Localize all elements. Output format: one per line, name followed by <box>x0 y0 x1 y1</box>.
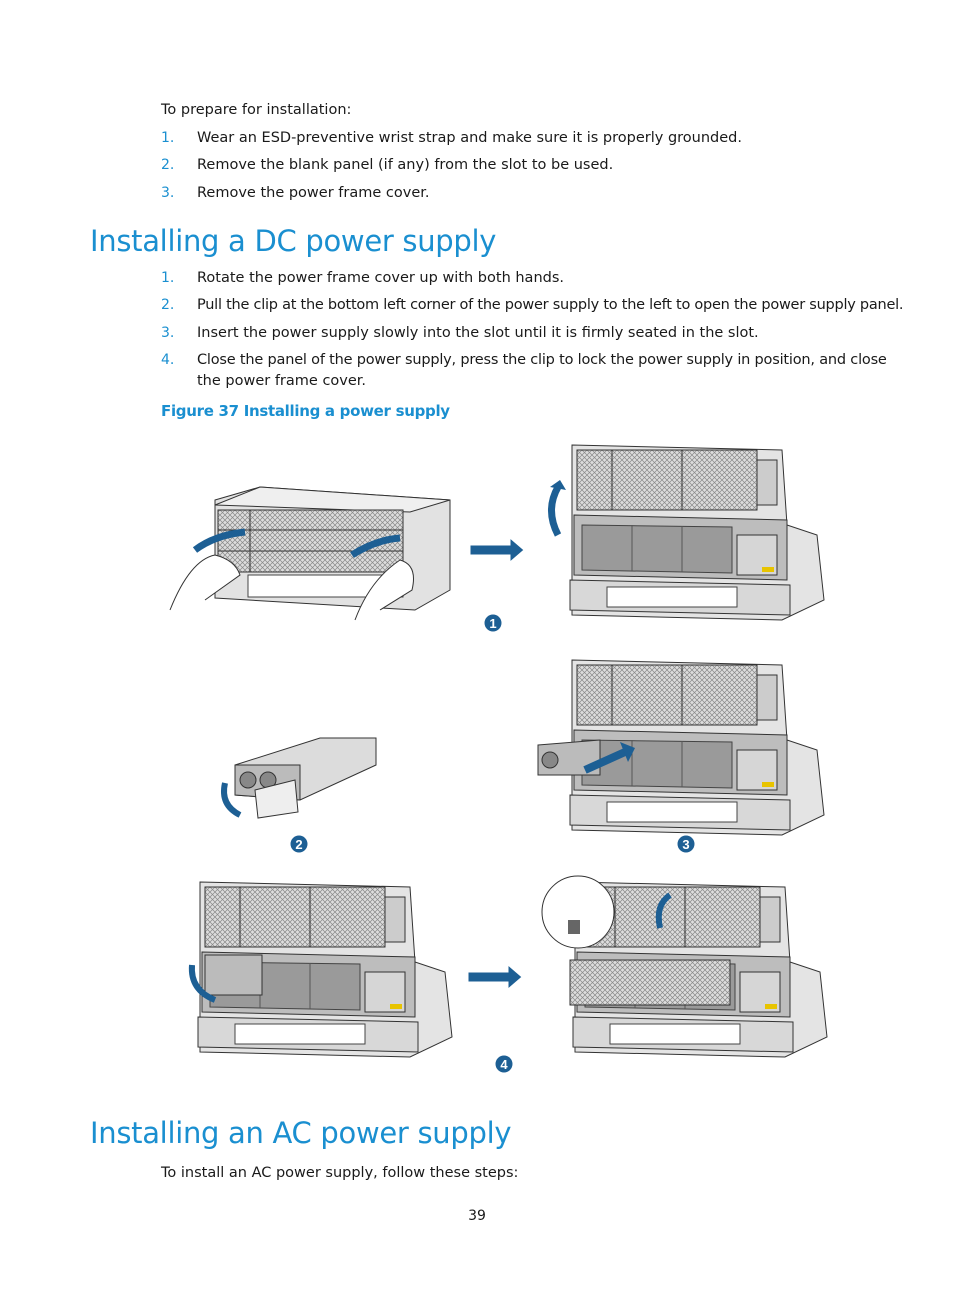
page-number: 39 <box>468 1208 486 1224</box>
step-text: Rotate the power frame cover up with bot… <box>197 270 565 286</box>
chassis-close-panel-illustration <box>188 881 453 1058</box>
installation-figure: 1 2 3 4 <box>169 444 828 1073</box>
step-badge-4: 4 <box>495 1055 513 1073</box>
step-badge-3: 3 <box>677 835 695 853</box>
step-number: 3. <box>161 325 175 341</box>
step-number: 4. <box>161 352 175 368</box>
chassis-insert-power-supply-illustration <box>537 659 825 836</box>
step-text: Remove the power frame cover. <box>197 185 430 201</box>
step-text-continued: the power frame cover. <box>197 373 367 389</box>
step-badge-1: 1 <box>484 614 502 632</box>
ac-heading: Installing an AC power supply <box>90 1116 512 1150</box>
svg-text:3: 3 <box>682 837 689 852</box>
step-text: Close the panel of the power supply, pre… <box>197 352 887 368</box>
step-number: 3. <box>161 185 175 201</box>
step-number: 2. <box>161 297 175 313</box>
step-text: Remove the blank panel (if any) from the… <box>197 157 614 173</box>
arrow-right-icon <box>467 964 523 990</box>
intro-text: To prepare for installation: <box>161 102 352 118</box>
arrow-right-icon <box>469 537 525 563</box>
step-number: 1. <box>161 270 175 286</box>
power-supply-module-illustration <box>221 737 377 819</box>
dc-heading: Installing a DC power supply <box>90 224 497 258</box>
chassis-with-cover-illustration <box>169 486 451 621</box>
step-number: 1. <box>161 130 175 146</box>
step-text: Wear an ESD-preventive wrist strap and m… <box>197 130 742 146</box>
svg-text:1: 1 <box>489 616 496 631</box>
step-badge-2: 2 <box>290 835 308 853</box>
step-text: Insert the power supply slowly into the … <box>197 325 759 341</box>
chassis-cover-rotated-illustration <box>548 444 825 621</box>
chassis-installed-power-supplies-illustration <box>541 875 828 1058</box>
step-number: 2. <box>161 157 175 173</box>
svg-text:4: 4 <box>500 1057 508 1072</box>
ac-intro-text: To install an AC power supply, follow th… <box>161 1165 519 1181</box>
step-text: Pull the clip at the bottom left corner … <box>197 297 904 313</box>
svg-text:2: 2 <box>295 837 302 852</box>
figure-caption: Figure 37 Installing a power supply <box>161 402 450 420</box>
